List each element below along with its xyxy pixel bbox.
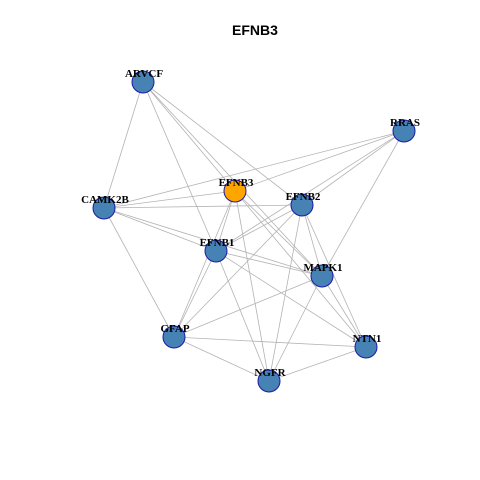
edge-rras-efnb2 <box>301 130 405 206</box>
node-camk2b: CAMK2B <box>81 194 129 220</box>
node-circle-gfap <box>162 325 186 349</box>
edge-efnb3-ntn1 <box>234 190 367 348</box>
edge-arvcf-efnb3 <box>142 81 236 192</box>
edge-efnb3-ngfr <box>234 190 270 382</box>
edge-camk2b-efnb2 <box>103 204 303 209</box>
edge-efnb2-gfap <box>173 204 303 338</box>
edge-arvcf-efnb1 <box>142 81 217 252</box>
edge-mapk1-gfap <box>173 275 323 338</box>
node-label-camk2b: CAMK2B <box>81 194 129 206</box>
edge-efnb1-ngfr <box>215 250 270 382</box>
node-circle-efnb3 <box>223 179 247 203</box>
node-efnb1: EFNB1 <box>200 237 235 263</box>
edge-efnb2-mapk1 <box>301 204 323 277</box>
node-label-efnb1: EFNB1 <box>200 237 235 249</box>
node-ngfr: NGFR <box>254 367 287 393</box>
edge-arvcf-mapk1 <box>142 81 323 277</box>
node-label-arvcf: ARVCF <box>125 68 163 80</box>
edge-efnb3-mapk1 <box>234 190 323 277</box>
node-circle-efnb2 <box>290 193 314 217</box>
edge-mapk1-ngfr <box>268 275 323 382</box>
node-label-mapk1: MAPK1 <box>303 262 342 274</box>
node-ntn1: NTN1 <box>353 333 382 359</box>
edge-arvcf-camk2b <box>103 81 144 209</box>
edge-efnb1-ntn1 <box>215 250 367 348</box>
edge-rras-mapk1 <box>321 130 405 277</box>
node-arvcf: ARVCF <box>125 68 163 94</box>
edge-mapk1-ntn1 <box>321 275 367 348</box>
node-gfap: GFAP <box>160 323 190 349</box>
edge-ntn1-ngfr <box>268 346 367 382</box>
edge-efnb2-ntn1 <box>301 204 367 348</box>
edge-rras-camk2b <box>103 130 405 209</box>
edge-camk2b-efnb3 <box>103 190 236 209</box>
edge-camk2b-efnb1 <box>103 207 217 252</box>
node-efnb2: EFNB2 <box>286 191 321 217</box>
node-efnb3: EFNB3 <box>219 177 254 203</box>
node-circle-ntn1 <box>354 335 378 359</box>
edge-efnb2-efnb1 <box>215 204 303 252</box>
edge-rras-efnb1 <box>215 130 405 252</box>
edge-gfap-ngfr <box>173 336 270 382</box>
node-label-efnb2: EFNB2 <box>286 191 321 203</box>
node-circle-arvcf <box>131 70 155 94</box>
edge-arvcf-efnb2 <box>142 81 303 206</box>
edge-camk2b-gfap <box>103 207 175 338</box>
node-circle-camk2b <box>92 196 116 220</box>
node-circle-rras <box>392 119 416 143</box>
edge-efnb1-gfap <box>173 250 217 338</box>
node-label-ntn1: NTN1 <box>353 333 382 345</box>
node-label-ngfr: NGFR <box>254 367 286 379</box>
edge-gfap-ntn1 <box>173 336 367 348</box>
edge-rras-efnb3 <box>234 130 405 192</box>
node-circle-efnb1 <box>204 239 228 263</box>
edge-efnb3-gfap <box>173 190 236 338</box>
node-circle-ngfr <box>257 369 281 393</box>
diagram-title: EFNB3 <box>232 22 278 38</box>
edge-efnb1-mapk1 <box>215 250 323 277</box>
node-label-efnb3: EFNB3 <box>219 177 254 189</box>
edge-efnb2-ngfr <box>268 204 303 382</box>
node-mapk1: MAPK1 <box>303 262 343 288</box>
node-rras: RRAS <box>390 117 420 143</box>
node-circle-mapk1 <box>310 264 334 288</box>
node-label-rras: RRAS <box>390 117 420 129</box>
node-label-gfap: GFAP <box>160 323 189 335</box>
